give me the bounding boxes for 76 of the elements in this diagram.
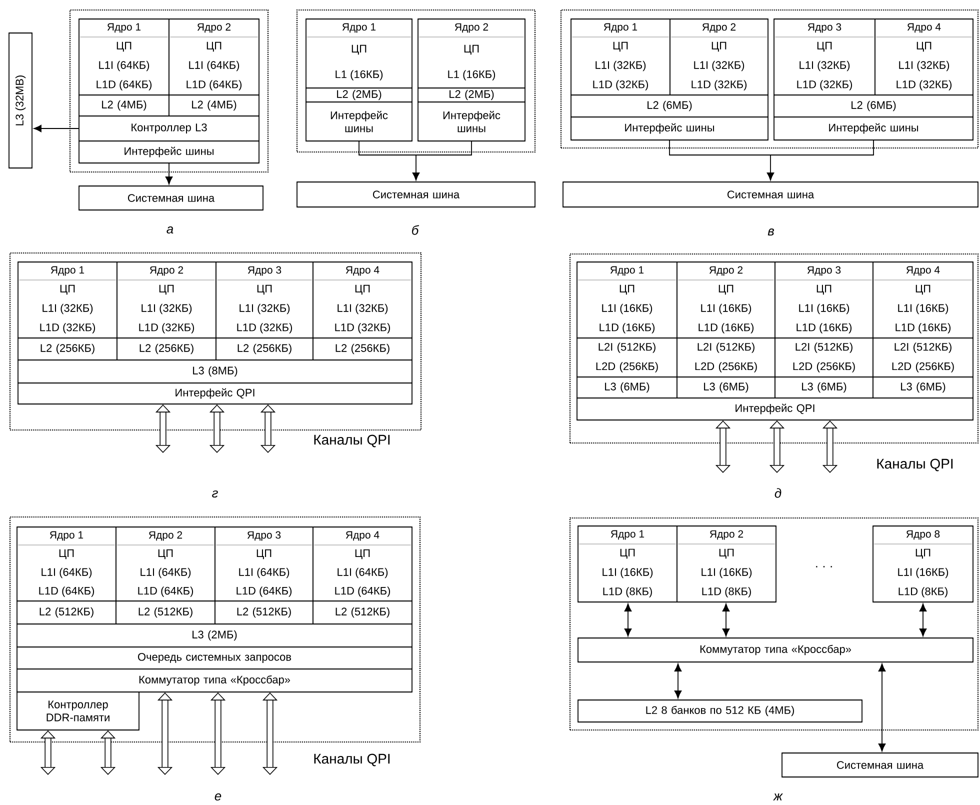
bus-interface-block: Интерфейс шины	[774, 116, 974, 140]
cache-block: L3 (6МБ)	[676, 376, 776, 398]
core-block: Ядро 2 ЦП L1I (32КБ) L1D (32КБ)	[670, 18, 768, 96]
chip-outline	[296, 9, 536, 153]
cache-block: L2 (256КБ)	[18, 338, 118, 360]
cache-block: L2 (6МБ)	[570, 94, 768, 118]
panel-letter: д	[774, 488, 782, 498]
cache-block: L2 (2МБ)	[306, 88, 412, 102]
cache-block: L2I (512КБ) L2D (256КБ)	[872, 338, 974, 378]
chip-outline	[569, 253, 979, 444]
system-bus-box: Системная шина	[296, 182, 536, 208]
panel-letter: в	[768, 228, 774, 236]
connector-line	[669, 140, 771, 156]
cache-box: L3 (32MB)	[8, 32, 32, 168]
connector-line	[416, 141, 472, 156]
core-block: Ядро 1 ЦП L1I (32КБ) L1D (32КБ)	[570, 18, 670, 96]
cache-block: L2I (512КБ) L2D (256КБ)	[774, 338, 874, 378]
cache-block: L2 (6МБ)	[774, 94, 974, 118]
panel-letter: е	[214, 793, 222, 801]
cache-block: L2 (256КБ)	[116, 338, 216, 360]
queue-block: Очередь системных запросов	[16, 646, 412, 670]
arrow	[624, 604, 632, 636]
system-bus-box: Системная шина	[562, 182, 978, 208]
core-block: Ядро 3 ЦП L1I (16КБ) L1D (16КБ)	[774, 262, 874, 338]
arrow	[412, 154, 420, 180]
arrow	[722, 604, 730, 636]
cache-block: L2I (512КБ) L2D (256КБ)	[676, 338, 776, 378]
bus-interface-block: Интерфейс шины	[78, 140, 260, 164]
cache-block: L2 (512КБ)	[116, 600, 216, 624]
arrow	[34, 124, 79, 132]
core-block: Ядро 4 ЦП L1I (16КБ) L1D (16КБ)	[872, 262, 974, 338]
bus-interface-block: Интерфейс шины	[570, 116, 768, 140]
memory-controller-block: Контроллер DDR-памяти	[16, 692, 140, 730]
arrow	[766, 154, 774, 180]
cache-block: L2 (4МБ)	[168, 94, 260, 116]
chip-outline	[9, 516, 421, 743]
cache-block: L2 (256КБ)	[312, 338, 412, 360]
system-bus-box: Системная шина	[782, 752, 978, 778]
arrow	[878, 664, 886, 752]
core-block: Ядро 8 ЦП L1I (16КБ) L1D (8КБ)	[872, 526, 974, 602]
cache-block: L3 (6МБ)	[872, 376, 974, 398]
core-block: Ядро 2 ЦП L1I (16КБ) L1D (16КБ)	[676, 262, 776, 338]
connector-line	[770, 140, 874, 156]
ellipsis: · · ·	[816, 566, 832, 568]
core-block: Ядро 3 ЦП L1I (32КБ) L1D (32КБ)	[774, 18, 876, 96]
chip-outline	[560, 9, 979, 149]
crossbar-block: Коммутатор типа «Кроссбар»	[578, 638, 974, 662]
cache-block: L2 (512КБ)	[16, 600, 116, 624]
cache-block: L3 (6МБ)	[774, 376, 874, 398]
channel-label: Каналы QPI	[314, 434, 390, 448]
chip-outline	[9, 252, 422, 431]
chip-outline	[569, 517, 979, 731]
chip-outline	[69, 9, 269, 173]
arrow	[919, 604, 927, 636]
cache-block: L2 (2МБ)	[418, 88, 526, 102]
core-block: Ядро 4 ЦП L1I (32КБ) L1D (32КБ)	[874, 18, 974, 96]
panel-letter: ж	[773, 794, 783, 800]
cache-block: L2 (256КБ)	[216, 338, 314, 360]
cache-block: L3 (6МБ)	[576, 376, 678, 398]
cache-block: L2I (512КБ) L2D (256КБ)	[576, 338, 678, 378]
core-block: Ядро 2 ЦП L1I (16КБ) L1D (8КБ)	[676, 526, 776, 602]
cache-block: L2 8 банков по 512 КБ (4МБ)	[578, 700, 862, 722]
panel-letter: г	[212, 490, 218, 498]
core-block: Ядро 1 ЦП L1I (16КБ) L1D (8КБ)	[578, 526, 678, 602]
cache-block: L2 (4МБ)	[78, 94, 170, 116]
system-bus-box: Системная шина	[78, 186, 264, 210]
channel-label: Каналы QPI	[314, 754, 390, 766]
cache-block: L2 (512КБ)	[312, 600, 412, 624]
cache-block: L2 (512КБ)	[214, 600, 314, 624]
arrow	[165, 163, 173, 184]
panel-letter: б	[412, 225, 420, 235]
connector-line	[358, 141, 416, 156]
arrow	[674, 664, 682, 698]
channel-label: Каналы QPI	[877, 458, 953, 472]
panel-letter: а	[166, 226, 174, 234]
core-block: Ядро 1 ЦП L1I (16КБ) L1D (16КБ)	[576, 262, 678, 338]
